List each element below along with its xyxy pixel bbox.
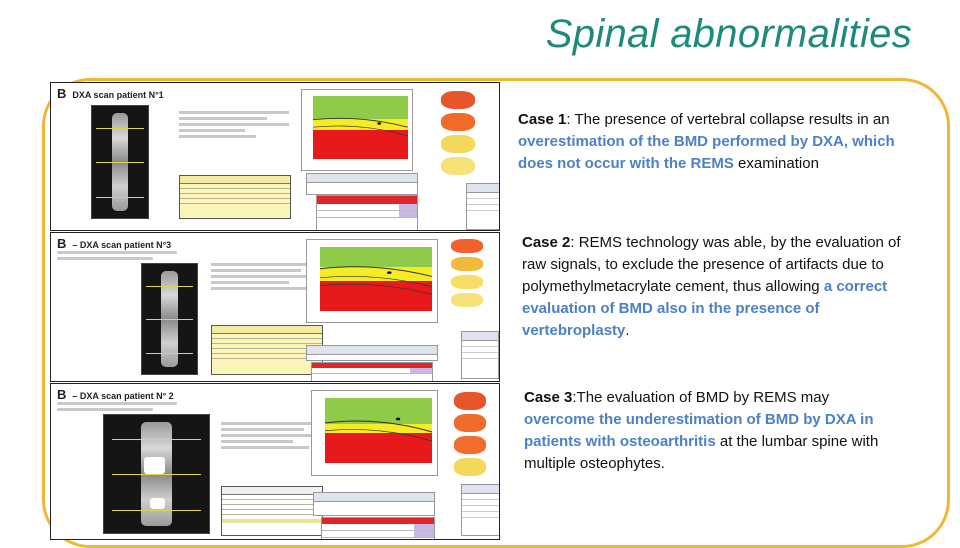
panel-3-letter: B [57, 387, 67, 402]
patient-info-rows [57, 402, 177, 414]
vertebra-values-table [466, 183, 499, 230]
dxa-results-table [211, 325, 323, 375]
case-1-text: Case 1: The presence of vertebral collap… [518, 109, 908, 175]
panel-1-letter: B [57, 86, 67, 101]
spine-3d-model [429, 91, 487, 186]
panel-2-heading: – DXA scan patient N°3 [72, 240, 172, 250]
panel-2-letter: B [57, 236, 67, 251]
rems-bmd-chart [306, 239, 438, 323]
dxa-scan-image [141, 263, 198, 375]
case-3-text: Case 3:The evaluation of BMD by REMS may… [524, 387, 904, 475]
dxa-results-table [179, 175, 291, 219]
case-2-text: Case 2: REMS technology was able, by the… [522, 232, 902, 342]
case-3-label: Case 3 [524, 389, 573, 406]
fracture-risk-box [321, 517, 435, 539]
fracture-risk-box [316, 195, 418, 230]
dxa-report-panel-3: B – DXA scan patient N° 2 [50, 383, 500, 540]
dxa-results-table [221, 486, 323, 536]
case-3-highlight: overcome the underestimation of BMD by D… [524, 411, 874, 450]
case-3-pre: :The evaluation of BMD by REMS may [572, 389, 830, 406]
fracture-risk-box [311, 362, 433, 381]
panel-1-title: B DXA scan patient N°1 [57, 86, 164, 101]
dxa-report-panel-2: B – DXA scan patient N°3 [50, 232, 500, 382]
slide-title: Spinal abnormalities [545, 12, 912, 56]
patient-info-rows [57, 251, 177, 263]
case-2-pre: : REMS technology was able, by the evalu… [522, 234, 901, 295]
panel-2-title: B – DXA scan patient N°3 [57, 236, 171, 251]
scan-info-block [211, 263, 331, 293]
case-2-highlight: a correct evaluation of BMD also in the … [522, 278, 888, 339]
rems-bmd-chart [311, 390, 438, 476]
rems-bmd-chart [301, 89, 413, 171]
panel-1-heading: DXA scan patient N°1 [72, 90, 164, 100]
dxa-scan-image [91, 105, 149, 219]
scan-info-block [221, 422, 331, 452]
vertebra-values-table [461, 484, 499, 536]
dxa-report-panel-1: B DXA scan patient N°1 [50, 82, 500, 231]
case-1-post: examination [733, 155, 819, 172]
spine-3d-model [441, 239, 493, 314]
panel-3-heading: – DXA scan patient N° 2 [72, 391, 174, 401]
case-3-post: at the lumbar spine with multiple osteop… [524, 433, 879, 472]
case-1-highlight: overestimation of the BMD performed by D… [518, 133, 895, 172]
dxa-scan-image [103, 414, 210, 534]
case-2-label: Case 2 [522, 234, 571, 251]
case-1-label: Case 1 [518, 111, 567, 128]
panel-3-title: B – DXA scan patient N° 2 [57, 387, 174, 402]
rems-results-table [313, 492, 435, 516]
vertebra-values-table [461, 331, 499, 379]
case-1-pre: : The presence of vertebral collapse res… [566, 111, 890, 128]
case-2-post: . [625, 322, 630, 339]
rems-results-table [306, 173, 418, 195]
scan-info-block [179, 111, 289, 141]
spine-3d-model [444, 392, 496, 487]
rems-results-table [306, 345, 438, 361]
